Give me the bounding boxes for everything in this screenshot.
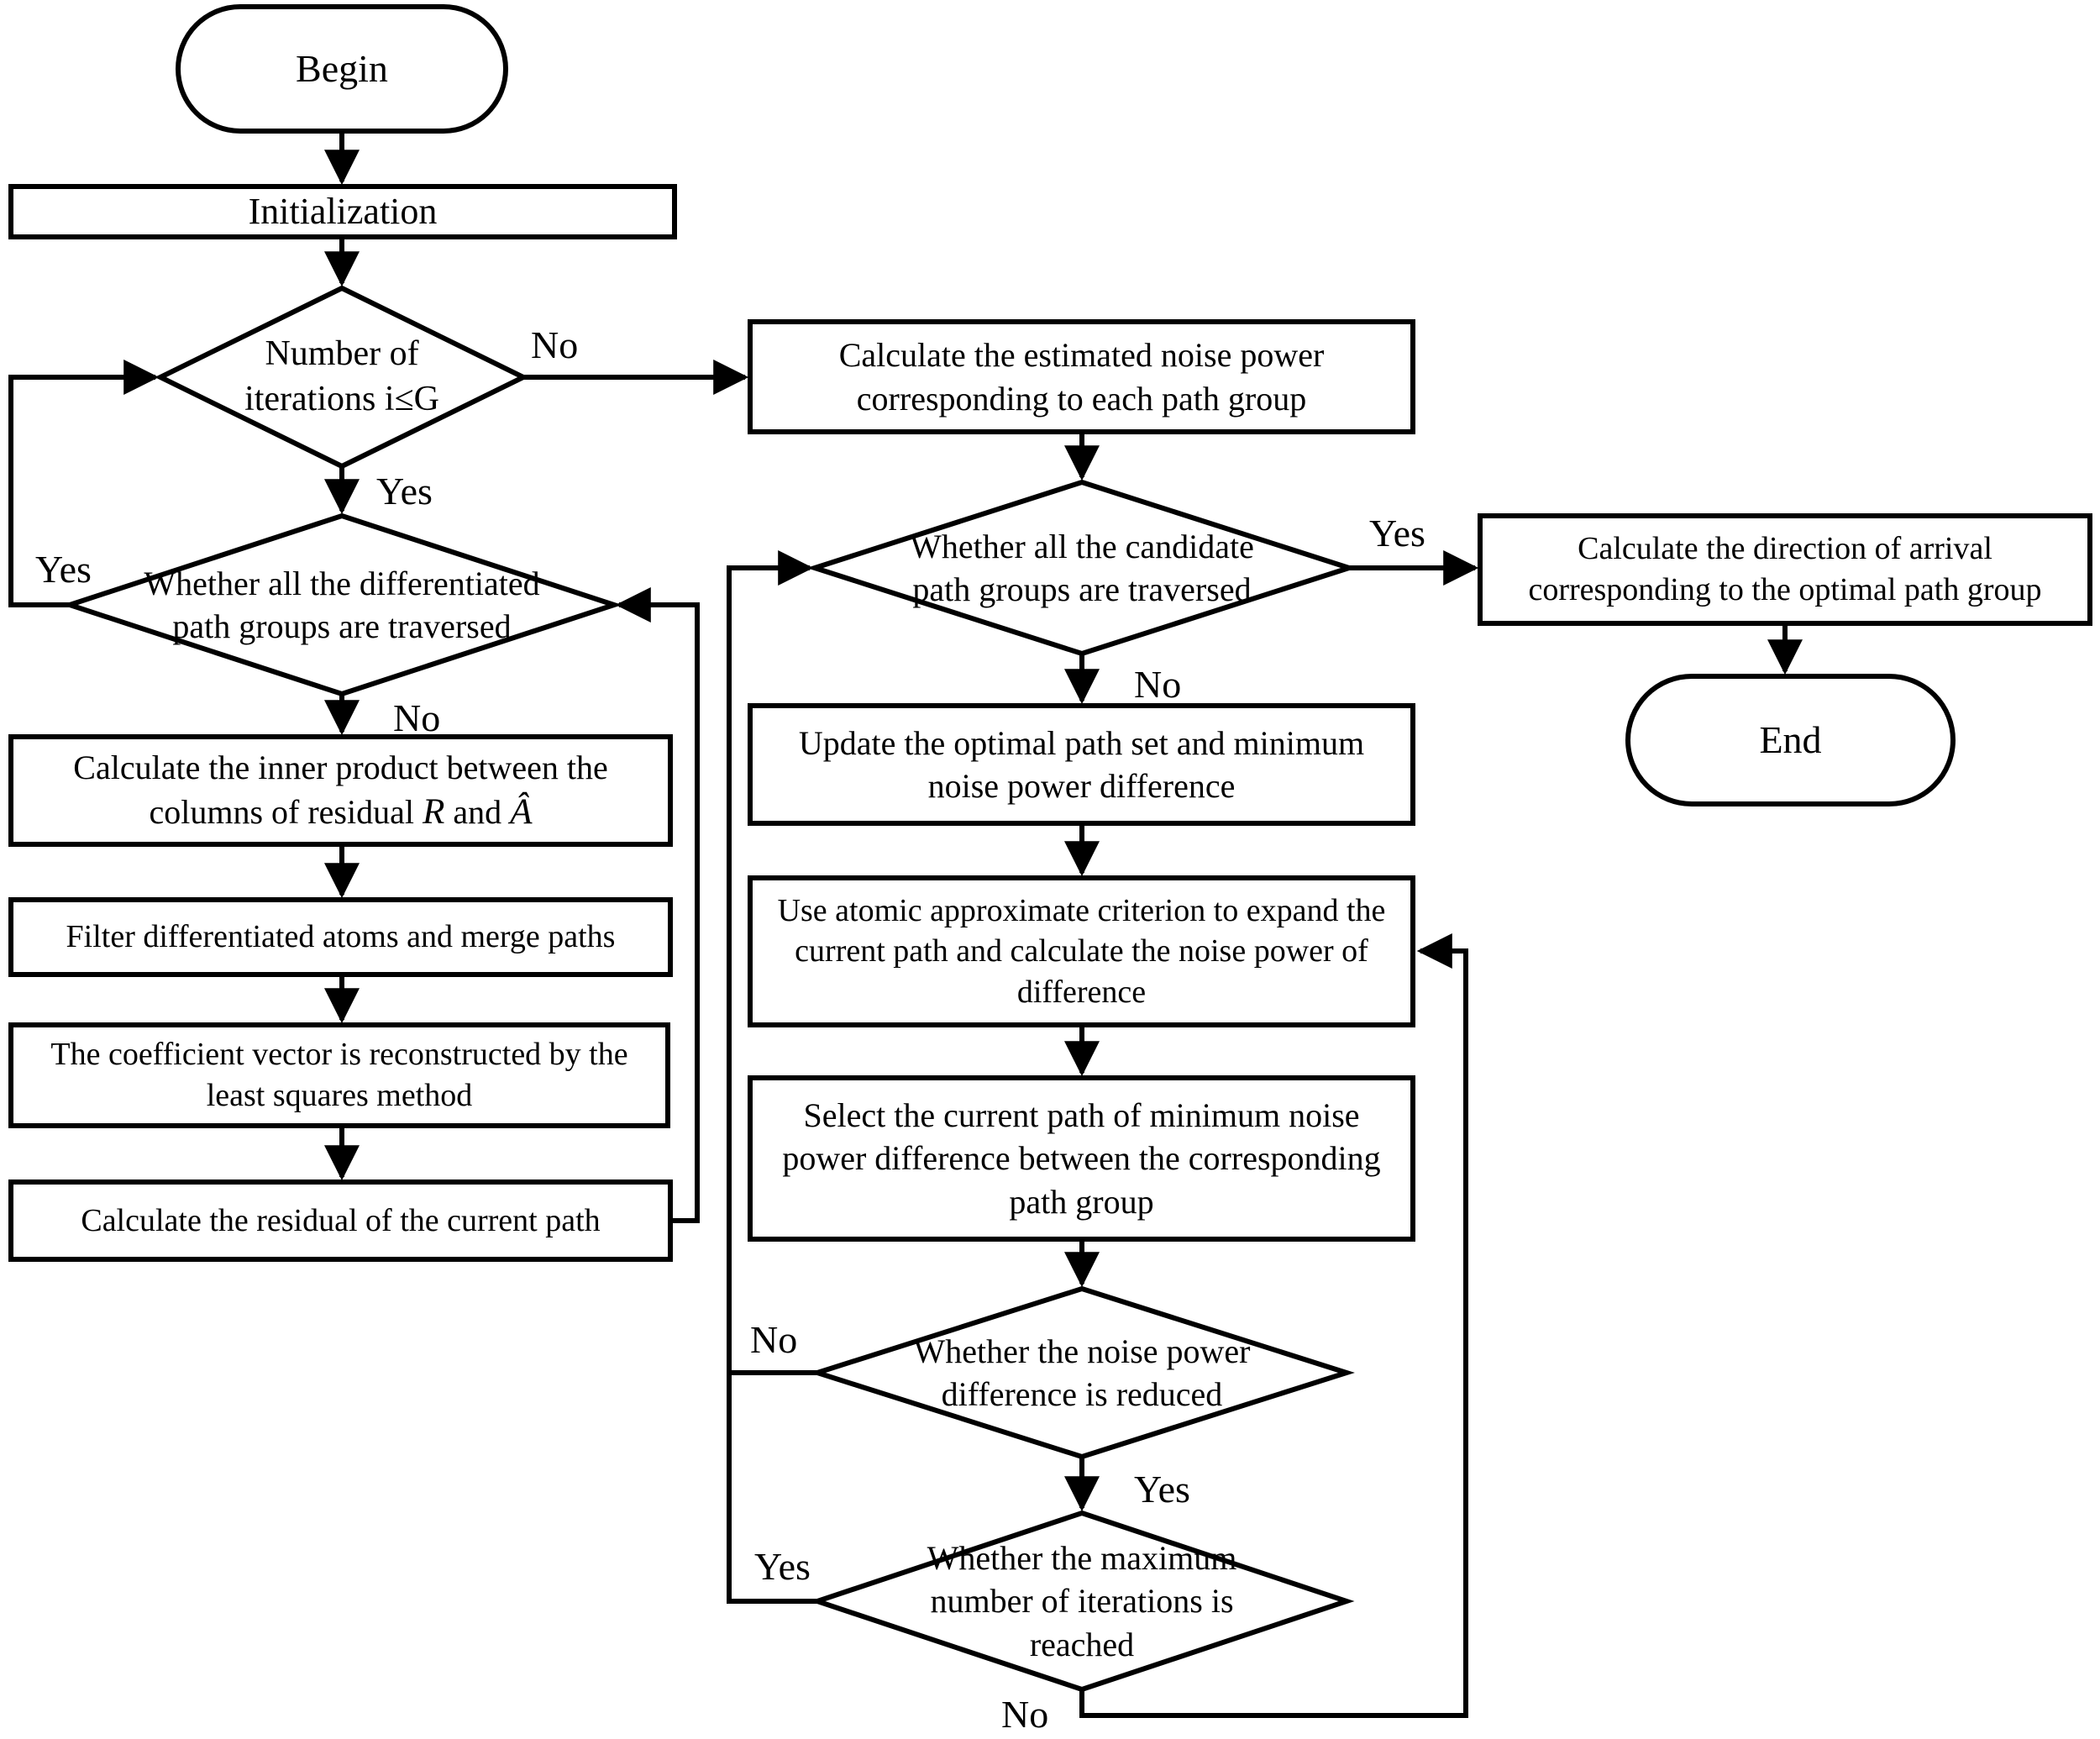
node-initialization: Initialization: [248, 190, 438, 232]
node-inner-product-shape: [8, 734, 673, 847]
node-update-optimal-shape: [748, 703, 1415, 826]
node-estimated-noise-shape: [748, 319, 1415, 434]
node-coefficient-vector-shape: [8, 1022, 670, 1128]
node-residual-shape: [8, 1179, 673, 1262]
node-residual: Calculate the residual of the current pa…: [81, 1202, 601, 1238]
label-noise-reduced-no: No: [750, 1318, 798, 1361]
node-end: End: [1759, 717, 1822, 761]
label-iterations-no: No: [531, 323, 579, 366]
node-end-shape: [1625, 674, 1956, 806]
inner-product-mid: and: [444, 792, 511, 831]
node-update-optimal: Update the optimal path set and minimum …: [798, 723, 1365, 805]
node-iterations-decision-shape: [155, 285, 529, 470]
edge-max-iterations-yes-join: [727, 1375, 817, 1604]
node-filter-atoms-shape: [8, 897, 673, 977]
node-differentiated-decision: Whether all the differentiated path grou…: [144, 564, 540, 645]
node-select-path-shape: [748, 1075, 1415, 1242]
label-noise-reduced-yes: Yes: [1134, 1468, 1190, 1510]
math-var-a-hat: Â: [510, 791, 533, 832]
node-max-iterations-decision: Whether the maximum number of iterations…: [927, 1539, 1237, 1663]
node-differentiated-decision-shape: [61, 512, 622, 697]
edge-differentiated-yes-loop-to-iterations: [8, 360, 160, 607]
node-candidate-decision-shape: [806, 479, 1357, 657]
node-begin-shape: [176, 4, 508, 134]
math-var-r: R: [422, 791, 445, 832]
node-select-path: Select the current path of minimum noise…: [782, 1096, 1381, 1221]
label-differentiated-yes: Yes: [35, 548, 92, 591]
node-inner-product: Calculate the inner product between the …: [11, 737, 670, 844]
node-filter-atoms: Filter differentiated atoms and merge pa…: [66, 919, 616, 955]
node-direction-arrival-shape: [1478, 513, 2092, 626]
node-atomic-criterion-shape: [748, 875, 1415, 1027]
label-max-iterations-yes: Yes: [754, 1545, 811, 1588]
edge-noise-reduced-no-loop-to-candidate: [727, 550, 817, 1375]
label-candidate-yes: Yes: [1369, 512, 1425, 554]
edge-max-iterations-no-loop-to-atomic: [1079, 933, 1468, 1718]
node-coefficient-vector: The coefficient vector is reconstructed …: [50, 1037, 628, 1113]
label-max-iterations-no: No: [1001, 1693, 1049, 1736]
node-noise-reduced-decision-shape: [809, 1285, 1355, 1460]
node-initialization-shape: [8, 184, 677, 239]
node-direction-arrival: Calculate the direction of arrival corre…: [1528, 531, 2042, 607]
label-candidate-no: No: [1134, 663, 1182, 706]
node-max-iterations-decision-shape: [809, 1510, 1355, 1693]
node-noise-reduced-decision: Whether the noise power difference is re…: [913, 1332, 1251, 1413]
node-iterations-decision: Number of iterations i≤G: [244, 334, 439, 418]
inner-product-prefix: Calculate the inner product between the …: [73, 748, 608, 831]
node-atomic-criterion: Use atomic approximate criterion to expa…: [777, 892, 1386, 1010]
label-differentiated-no: No: [393, 696, 441, 739]
node-begin: Begin: [296, 46, 388, 90]
label-iterations-yes: Yes: [376, 470, 433, 512]
node-estimated-noise: Calculate the estimated noise power corr…: [838, 336, 1325, 418]
node-candidate-decision: Whether all the candidate path groups ar…: [910, 527, 1254, 608]
edge-residual-loop-to-differentiated: [615, 587, 700, 1223]
inner-product-text: Calculate the inner product between the …: [36, 746, 645, 835]
